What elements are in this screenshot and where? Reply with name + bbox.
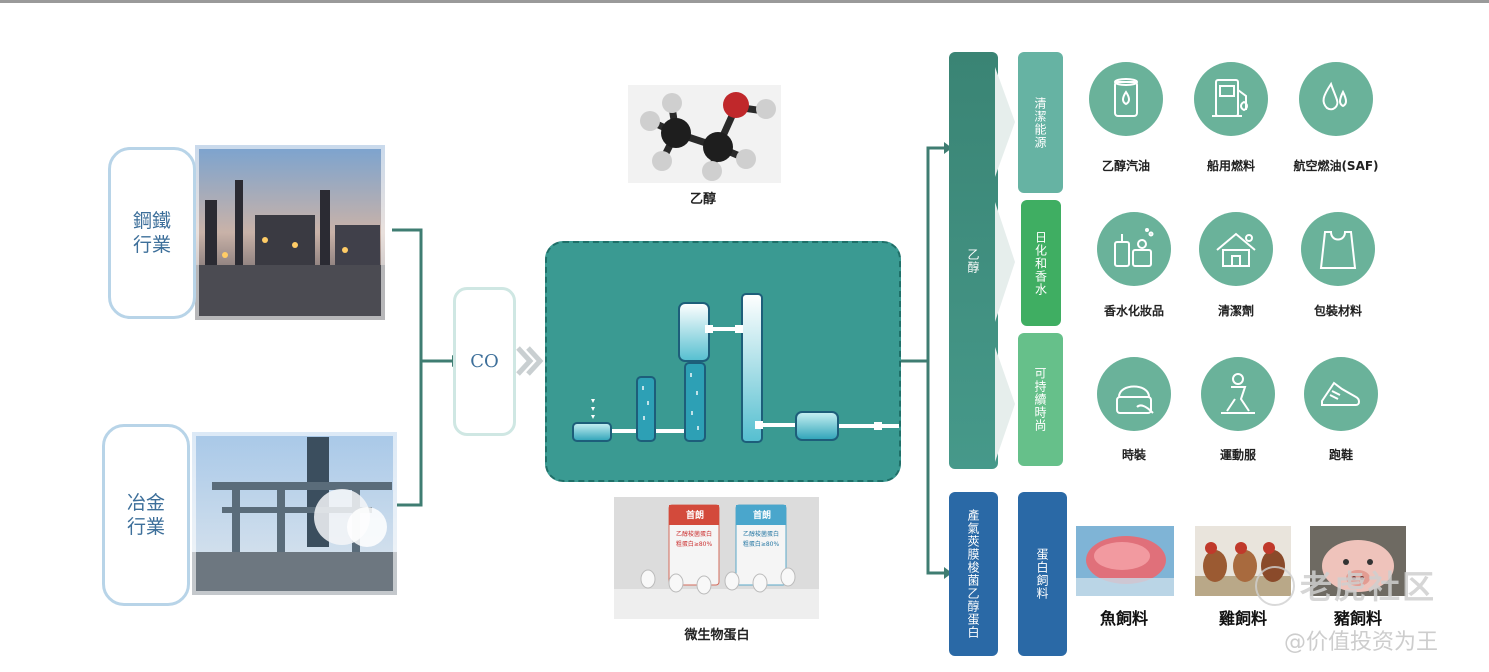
bag-icon [1301,212,1375,286]
category-daily-chem-label: 日化和香水 [1033,230,1048,296]
category-protein-feed-label: 蛋白飼料 [1035,548,1049,600]
use-marine-fuel: 船用燃料 [1206,159,1255,173]
category-protein-feed: 蛋白飼料 [1018,492,1067,656]
fuel-pump-icon [1194,62,1268,136]
bag-text-red-line2: 粗蛋白≥80% [675,541,713,548]
co-gas-box: CO [453,287,516,436]
use-detergent: 清潔劑 [1217,304,1254,318]
protein-branch-bar: 產氣莢膜梭菌乙醇蛋白 [949,492,998,656]
category-clean-energy-label: 清潔能源 [1033,96,1047,149]
use-running-shoes: 跑鞋 [1328,448,1353,462]
use-fashion: 時裝 [1121,448,1146,462]
use-packaging: 包裝材料 [1313,304,1362,318]
use-sportswear: 運動服 [1219,448,1256,462]
category-daily-chem: 日化和香水 [1021,200,1061,326]
sneaker-icon [1304,357,1378,431]
category-sustainable-fashion-label: 可持續時尚 [1033,367,1047,432]
ethanol-branch-label: 乙醇 [966,247,980,274]
droplets-icon [1299,62,1373,136]
watermark-logo-icon [1255,566,1295,606]
microbial-protein-caption: 微生物蛋白 [684,628,750,643]
use-pig-feed: 豬飼料 [1333,609,1382,628]
watermark-handle: @价值投资为王 [1284,630,1439,655]
category-clean-energy: 清潔能源 [1018,52,1063,193]
bag-brand-red: 首朗 [686,511,705,521]
category-sustainable-fashion: 可持續時尚 [1018,333,1063,466]
metallurgy-plant-photo [192,432,397,595]
cosmetics-icon [1097,212,1171,286]
steel-plant-photo [195,145,385,320]
protein-branch-label: 產氣莢膜梭菌乙醇蛋白 [966,509,980,639]
bag-text-blue-line1: 乙醇梭菌蛋白 [742,531,779,538]
bag-brand-blue: 首朗 [753,511,772,521]
ethanol-caption: 乙醇 [689,192,716,207]
fuel-can-icon [1089,62,1163,136]
metallurgy-industry-box: 冶金 行業 [102,424,190,606]
use-chicken-feed: 雞飼料 [1218,609,1267,628]
pig-feed-photo [1310,526,1406,596]
microbial-protein-photo: 首朗 首朗 乙醇梭菌蛋白 粗蛋白≥80% 乙醇梭菌蛋白 粗蛋白≥80% [614,497,819,619]
ethanol-branch-bar: 乙醇 [949,52,998,469]
use-ethanol-gasoline: 乙醇汽油 [1101,159,1150,173]
fermentation-process-panel [545,241,901,482]
watermark-brand: 老虎社区 [1300,568,1437,606]
top-border [0,0,1489,3]
use-saf: 航空燃油(SAF) [1293,159,1379,173]
steel-industry-box: 鋼鐵 行業 [108,147,196,319]
use-perfume-cosmetics: 香水化妝品 [1103,304,1164,318]
handbag-icon [1097,357,1171,431]
bag-text-red-line1: 乙醇梭菌蛋白 [675,531,712,538]
ethanol-molecule-image [628,85,781,183]
person-icon [1201,357,1275,431]
use-fish-feed: 魚飼料 [1099,609,1148,628]
bag-text-blue-line2: 粗蛋白≥80% [742,541,780,548]
branch-chevrons [995,67,1015,462]
fish-feed-photo [1076,526,1174,596]
cleaning-house-icon [1199,212,1273,286]
